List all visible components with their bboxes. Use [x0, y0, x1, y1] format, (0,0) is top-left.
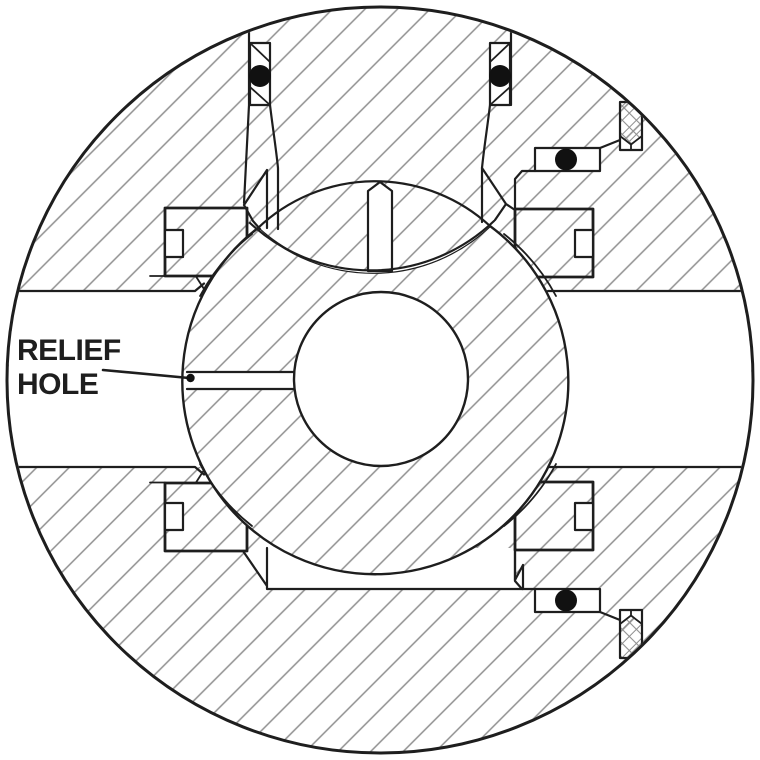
seat-pocket-lines — [149, 275, 205, 484]
seat-notch-top-left — [163, 228, 185, 259]
o-ring-closure-bottom — [555, 589, 577, 612]
seat-ring-bottom-left — [163, 481, 249, 553]
ball-bore — [292, 290, 470, 468]
backup-ring-bottom — [620, 610, 642, 658]
body-outer-rim — [5, 5, 755, 755]
seat-notch-bottom-right — [573, 501, 595, 532]
seat-notch-top-right — [573, 228, 595, 259]
left-passage-bottom-edge — [8, 465, 206, 476]
left-flow-passage — [8, 291, 207, 467]
leader-dot — [186, 373, 195, 383]
stem-pin — [366, 180, 394, 273]
stem-gland-right — [488, 41, 512, 107]
retainer-left — [242, 168, 269, 231]
stem-gland-left — [248, 41, 272, 107]
o-ring-closure-top — [555, 148, 577, 171]
ball-seat-contact-ul — [199, 233, 253, 297]
retainer-right — [480, 166, 517, 224]
ball-seat-contact-ll — [199, 463, 253, 527]
ball-seat-contact-ur — [503, 233, 557, 297]
seat-notch-bottom-left — [163, 501, 185, 532]
o-ring-stem-left — [249, 65, 271, 87]
closure-joint-top — [513, 100, 644, 211]
callout-leader — [101, 368, 195, 383]
relief-hole-label-line2: HOLE — [17, 368, 98, 401]
ball-slot-floor-arc — [256, 180, 492, 230]
seat-ring-top-right — [513, 207, 595, 279]
right-flow-passage — [548, 291, 752, 467]
ball-seat-contact-lr — [503, 463, 557, 527]
backup-ring-top — [620, 102, 642, 150]
closure-joint-bottom — [513, 549, 644, 660]
cavity-ceiling-arc — [248, 219, 496, 272]
relief-hole-slot — [185, 370, 299, 391]
left-passage-top-edge — [8, 282, 206, 293]
o-ring-stem-right — [489, 65, 511, 87]
relief-hole-label-line1: RELIEF — [17, 334, 121, 367]
